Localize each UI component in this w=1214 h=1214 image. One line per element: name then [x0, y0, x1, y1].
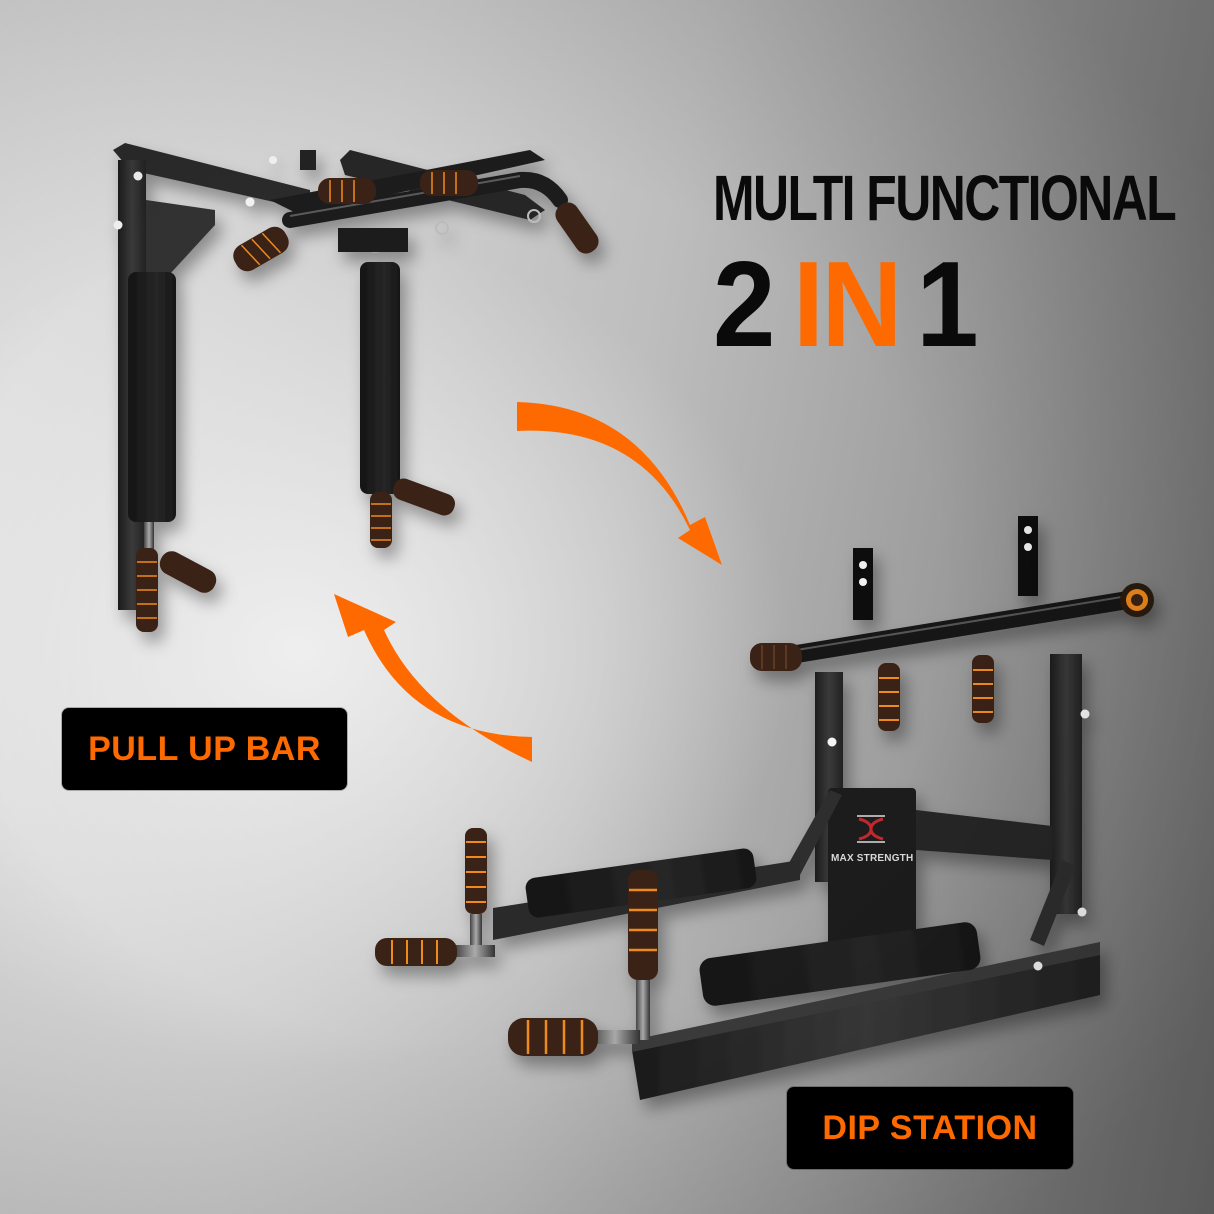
pull-up-bar-label-text: PULL UP BAR [88, 729, 321, 768]
pull-up-bar-illustration [113, 143, 599, 632]
headline-line1: MULTI FUNCTIONAL [713, 162, 1177, 234]
headline-two: 2 [713, 236, 775, 372]
pull-up-bar-label: PULL UP BAR [62, 708, 347, 790]
curved-arrow-up-left-icon [334, 594, 532, 762]
brand-logo: MAX STRENGTH [831, 812, 914, 864]
dip-station-label: DIP STATION [787, 1087, 1073, 1169]
headline-in-highlight: IN [792, 236, 902, 372]
dip-station-label-text: DIP STATION [822, 1108, 1038, 1147]
headline-one: 1 [916, 236, 978, 372]
curved-arrow-down-right-icon [517, 402, 722, 565]
brand-name: MAX STRENGTH [831, 853, 914, 864]
dip-station-illustration [375, 516, 1154, 1100]
max-strength-x-logo-icon [857, 815, 885, 843]
